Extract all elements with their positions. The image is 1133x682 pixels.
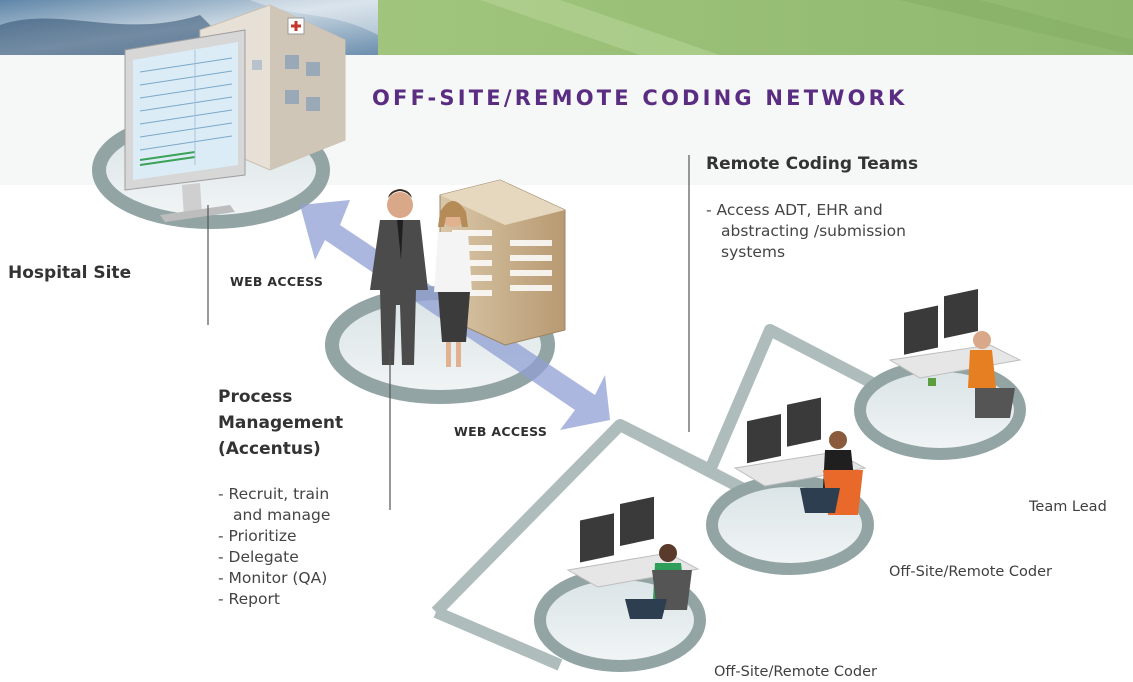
list-item: - Prioritize <box>218 527 297 545</box>
heading-line: (Accentus) <box>218 439 321 459</box>
heading-line: Management <box>218 413 344 433</box>
hospital-monitor-icon <box>124 29 246 222</box>
remote-coder-caption: Off-Site/Remote Coder <box>714 664 877 680</box>
process-management-list: - Recruit, train and manage - Prioritize… <box>218 484 388 610</box>
web-access-label: WEB ACCESS <box>454 424 548 439</box>
remote-teams-heading: Remote Coding Teams <box>706 154 919 174</box>
list-item: - Recruit, train and manage <box>218 485 331 524</box>
network-lines <box>431 324 908 671</box>
server-tower-icon <box>439 179 566 346</box>
page-title: OFF-SITE/REMOTE CODING NETWORK <box>372 86 908 110</box>
workstation-icon <box>534 496 706 672</box>
web-access-label: WEB ACCESS <box>230 274 324 289</box>
process-management-heading: Process Management (Accentus) <box>218 384 343 462</box>
list-item: - Monitor (QA) <box>218 569 328 587</box>
businesswoman-icon <box>434 201 472 367</box>
heading-line: Process <box>218 387 293 407</box>
connector-lines <box>207 155 690 510</box>
hospital-site-label: Hospital Site <box>8 263 132 283</box>
businessman-icon <box>370 189 428 365</box>
team-lead-caption: Team Lead <box>1029 499 1107 515</box>
workstation-icon <box>854 289 1026 460</box>
list-item: - Report <box>218 590 280 608</box>
list-item: - Access ADT, EHR and abstracting /submi… <box>706 201 906 261</box>
list-item: - Delegate <box>218 548 299 566</box>
remote-teams-list: - Access ADT, EHR and abstracting /submi… <box>706 200 976 263</box>
workstation-icon <box>706 397 874 575</box>
remote-coder-caption: Off-Site/Remote Coder <box>889 564 1052 580</box>
